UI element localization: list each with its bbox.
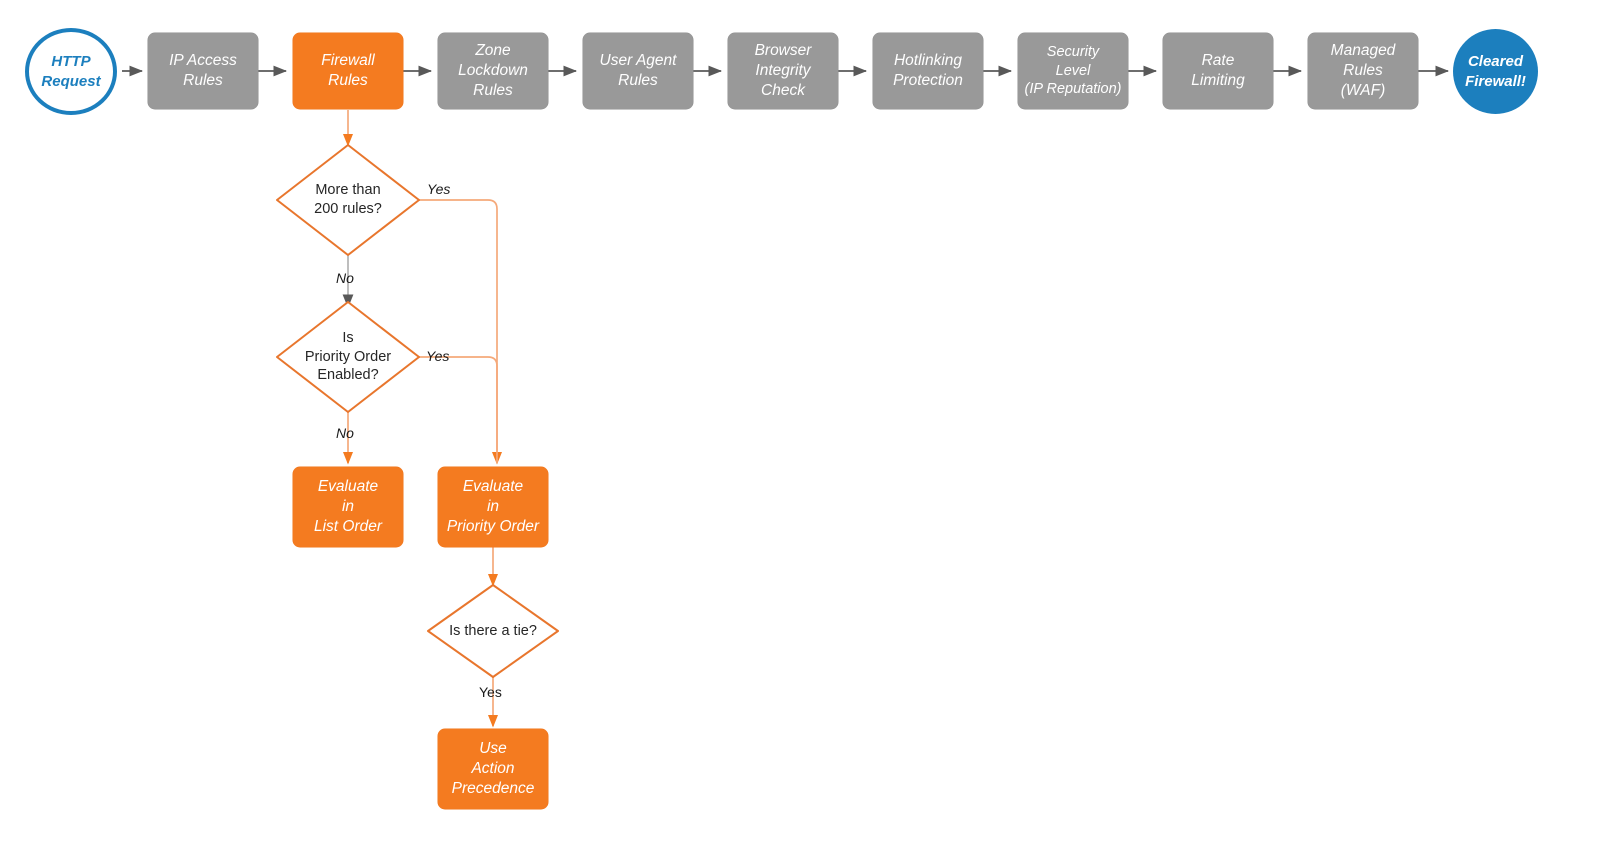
node-zone-lockdown-rules[interactable]: Zone Lockdown Rules — [438, 33, 548, 109]
node-cleared-firewall[interactable]: Cleared Firewall! — [1453, 29, 1538, 114]
node-cleared-firewall-label: Cleared Firewall! — [1465, 53, 1526, 90]
node-rate-limiting[interactable]: Rate Limiting — [1163, 33, 1273, 109]
node-evaluate-priority-order[interactable]: Evaluate in Priority Order — [438, 467, 548, 547]
node-evaluate-list-order-label: Evaluate in List Order — [313, 478, 383, 535]
edge-label-tie-yes: Yes — [479, 684, 502, 700]
node-evaluate-priority-order-label: Evaluate in Priority Order — [446, 478, 540, 535]
edge-label-priority-yes: Yes — [426, 348, 450, 364]
node-hotlinking-protection[interactable]: Hotlinking Protection — [873, 33, 983, 109]
node-hotlinking-protection-label: Hotlinking Protection — [893, 52, 963, 89]
node-browser-integrity-check-label: Browser Integrity Check — [754, 42, 812, 99]
node-decision-tie[interactable]: Is there a tie? — [428, 585, 558, 677]
node-decision-rule-count-label: More than 200 rules? — [314, 182, 382, 217]
node-security-level[interactable]: Security Level (IP Reputation) — [1018, 33, 1128, 109]
edge-label-priority-no: No — [336, 425, 354, 441]
node-managed-rules-waf[interactable]: Managed Rules (WAF) — [1308, 33, 1418, 109]
node-firewall-rules-label: Firewall Rules — [321, 52, 375, 89]
node-use-action-precedence-label: Use Action Precedence — [451, 740, 535, 797]
node-zone-lockdown-rules-label: Zone Lockdown Rules — [458, 42, 528, 99]
node-ip-access-rules-label: IP Access Rules — [169, 52, 237, 89]
node-http-request[interactable]: HTTP Request — [25, 28, 117, 115]
edge-priority-yes — [419, 356, 498, 463]
edge-label-rulecount-no: No — [336, 270, 354, 286]
node-evaluate-list-order[interactable]: Evaluate in List Order — [293, 467, 403, 547]
edge-rulecount-yes — [419, 199, 503, 465]
node-use-action-precedence[interactable]: Use Action Precedence — [438, 729, 548, 809]
node-rate-limiting-label: Rate Limiting — [1191, 52, 1245, 89]
node-http-request-label: HTTP Request — [41, 53, 101, 90]
node-ip-access-rules[interactable]: IP Access Rules — [148, 33, 258, 109]
node-firewall-rules[interactable]: Firewall Rules — [293, 33, 403, 109]
node-user-agent-rules[interactable]: User Agent Rules — [583, 33, 693, 109]
node-user-agent-rules-label: User Agent Rules — [599, 52, 677, 89]
node-browser-integrity-check[interactable]: Browser Integrity Check — [728, 33, 838, 109]
node-managed-rules-waf-label: Managed Rules (WAF) — [1330, 42, 1396, 99]
node-decision-priority-order-label: Is Priority Order Enabled? — [304, 329, 392, 384]
node-decision-tie-label: Is there a tie? — [449, 622, 537, 639]
node-security-level-label: Security Level (IP Reputation) — [1024, 44, 1122, 98]
node-decision-rule-count[interactable]: More than 200 rules? — [277, 145, 419, 255]
node-decision-priority-order[interactable]: Is Priority Order Enabled? — [277, 302, 419, 412]
edge-label-rulecount-yes: Yes — [427, 181, 451, 197]
